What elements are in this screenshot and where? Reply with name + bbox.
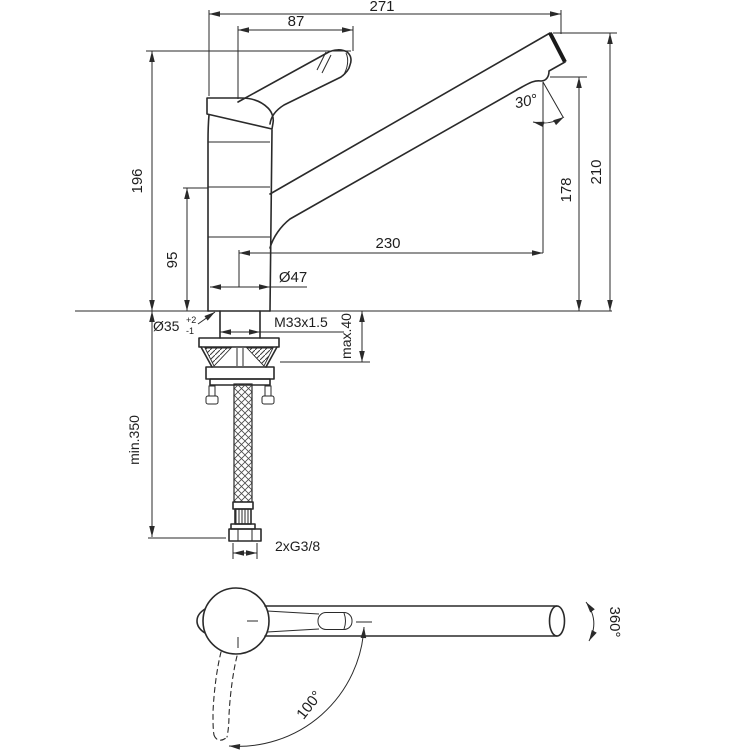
mounting-cone-sides — [200, 346, 278, 368]
body-section-lines — [208, 141, 270, 238]
handle-lever — [237, 49, 352, 125]
dim-hole-diameter-label: Ø35 — [153, 318, 180, 334]
spout-upper-edge — [269, 32, 551, 195]
dim-hose-clearance-label: min.350 — [126, 415, 142, 465]
mounting-ring — [205, 366, 275, 380]
spout-tip-cut-edge — [548, 32, 567, 63]
dim-spout-reach-label: 230 — [375, 235, 400, 252]
arc-30deg — [532, 116, 565, 128]
shank — [219, 310, 261, 339]
stud-left — [208, 385, 216, 397]
dim-overall-width-label: 271 — [369, 0, 394, 15]
faucet-side-view — [75, 32, 612, 542]
dim-spout-swivel-label: 360° — [606, 606, 623, 637]
handle-dashed-right — [226, 655, 238, 738]
handle-dome — [206, 97, 275, 130]
spout-end-cap — [548, 605, 566, 637]
handle-grip-topview — [317, 612, 353, 630]
dim-hole-tol-plus-label: +2 — [186, 315, 196, 325]
stud-nut-right — [261, 395, 275, 405]
body-side-tab — [196, 608, 206, 634]
dim-hose-connection-label: 2xG3/8 — [275, 538, 320, 554]
handle-end-cap-line — [342, 52, 349, 77]
spout-tube-topview — [264, 605, 558, 637]
hex-nut-facets — [237, 529, 253, 541]
hose-rib-body — [234, 508, 252, 525]
hose-crimp-band — [232, 501, 254, 510]
body-circle — [202, 587, 270, 655]
handle-dashed-tip — [213, 734, 228, 741]
body-left-edge — [207, 114, 210, 312]
dim-deck-thickness-label: max.40 — [338, 313, 354, 359]
handle-dashed-left — [212, 651, 222, 736]
dim-spout-top-height-label: 210 — [588, 159, 605, 184]
mounting-flange — [198, 337, 280, 348]
braided-hose — [233, 383, 253, 503]
stud-right — [264, 385, 272, 397]
handle-grip-cap-line — [343, 612, 346, 630]
dim-hole-tol-minus-label: -1 — [186, 326, 194, 336]
body-right-edge — [269, 129, 273, 312]
cone-hatch-left — [204, 347, 233, 367]
hose-hex-nut — [228, 528, 262, 542]
dim-base-diameter-label: Ø47 — [279, 269, 307, 286]
handle-joint-lines — [316, 51, 332, 74]
dim-handle-swing-label: 100° — [293, 688, 326, 723]
arc-100deg — [228, 626, 367, 750]
dim-body-height-label: 95 — [164, 252, 181, 269]
arc-360deg — [585, 601, 597, 642]
hose-ribs — [235, 509, 252, 524]
spout-lower-edge-aerator — [269, 61, 566, 249]
dimensions-side-view: 271 87 196 95 230 Ø47 178 210 30° Ø35 +2… — [126, 0, 617, 559]
leader-d35 — [197, 311, 216, 325]
cone-hatch-right — [245, 347, 274, 367]
dim-outlet-height-label: 178 — [558, 177, 575, 202]
stud-nut-left — [205, 395, 219, 405]
dim-total-height-label: 196 — [129, 168, 146, 193]
dim-spout-angle-label: 30° — [513, 91, 539, 112]
extension-lines — [146, 10, 617, 559]
handle-neck-topview — [266, 610, 320, 633]
cone-slot-lines — [236, 348, 244, 366]
dim-handle-reach-label: 87 — [288, 13, 305, 30]
dim-shank-thread-label: M33x1.5 — [274, 314, 328, 330]
faucet-top-view: 100° 360° — [196, 587, 623, 750]
